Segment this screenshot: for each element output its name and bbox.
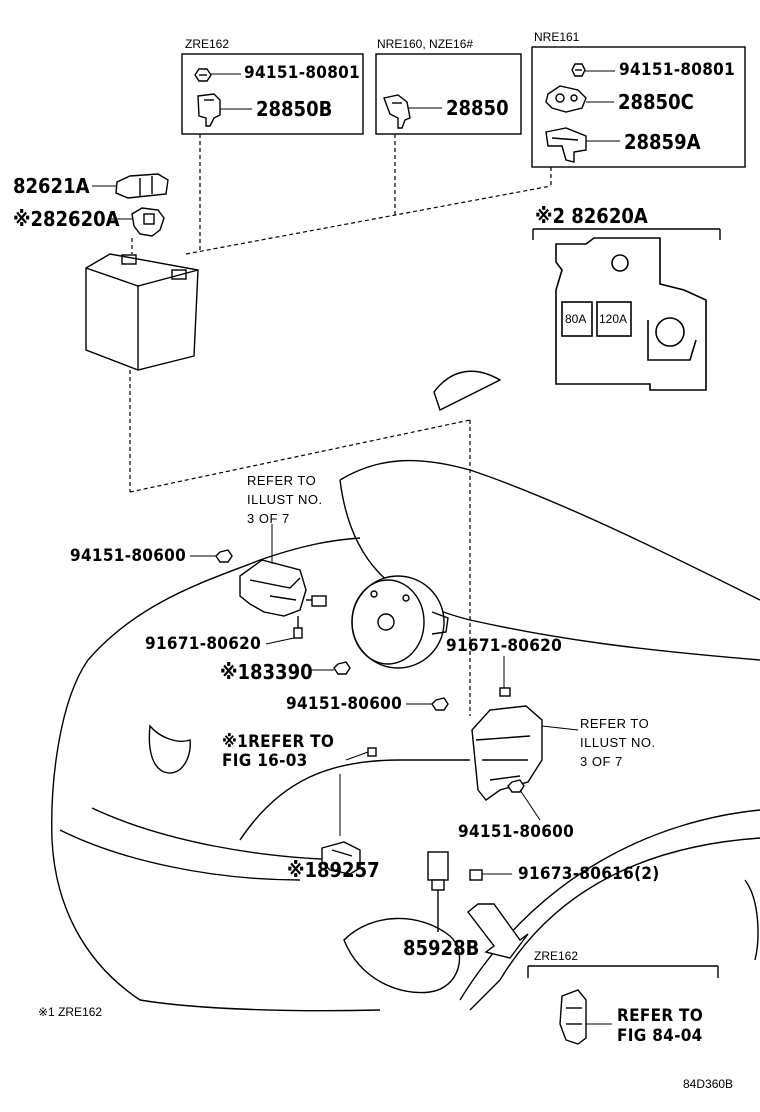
- nut-icon: [431, 697, 449, 711]
- refer-note-fig-16-03[interactable]: ※1REFER TO FIG 16-03: [222, 732, 335, 771]
- fuse-label-80a: 80A: [565, 312, 587, 326]
- sensor-icon: [321, 841, 361, 875]
- view-arrow-icon: [467, 903, 529, 959]
- part-number-28850b[interactable]: 28850B: [256, 97, 333, 121]
- brake-booster-icon: [351, 575, 449, 669]
- fog-lamp-connector-icon: [427, 851, 449, 932]
- fuse-cover-icon: [115, 173, 169, 199]
- variant-title-zre162-bottom: ZRE162: [534, 949, 579, 963]
- variant-box-nre161: [531, 46, 746, 168]
- part-number-28859a[interactable]: 28859A: [624, 130, 701, 154]
- bolt-icon: [367, 747, 377, 757]
- part-number-91671-80620-b[interactable]: 91671-80620: [446, 636, 563, 656]
- variant-title-nre160: NRE160, NZE16#: [377, 37, 474, 51]
- nut-icon: [194, 68, 212, 82]
- part-number-91671-80620-a[interactable]: 91671-80620: [145, 634, 262, 654]
- battery-clamp-icon: [197, 93, 221, 127]
- refer-note-illust-right[interactable]: REFER TO ILLUST NO. 3 OF 7: [580, 716, 656, 769]
- part-number-82621a[interactable]: 82621A: [13, 174, 90, 198]
- bracket-part-icon: [559, 989, 587, 1045]
- part-number-94151-80600-a[interactable]: 94151-80600: [70, 546, 187, 566]
- part-number-91673-80616[interactable]: 91673-80616(2): [518, 864, 660, 884]
- screw-icon: [469, 869, 483, 881]
- nut-icon: [571, 63, 586, 77]
- diagram-id: 84D360B: [683, 1077, 734, 1091]
- fuse-block-detail: [555, 237, 707, 391]
- variant-box-nre160: [375, 53, 522, 135]
- part-number-94151-80600-c[interactable]: 94151-80600: [458, 822, 575, 842]
- part-number-89257[interactable]: ※189257: [287, 858, 380, 882]
- nut-icon: [507, 779, 525, 793]
- part-number-28850[interactable]: 28850: [446, 96, 509, 120]
- nut-icon: [333, 661, 351, 675]
- part-number-82620a[interactable]: ※282620A: [13, 207, 120, 231]
- battery-holder-icon: [545, 127, 587, 163]
- refer-note-illust-top[interactable]: REFER TO ILLUST NO. 3 OF 7: [247, 473, 323, 526]
- detail-title-82620a[interactable]: ※2 82620A: [535, 204, 648, 228]
- variant-title-zre162: ZRE162: [185, 37, 230, 51]
- footnote: ※1 ZRE162: [38, 1005, 103, 1019]
- battery-clamp-icon: [383, 94, 411, 129]
- nut-icon: [215, 549, 233, 563]
- variant-box-zre162: [181, 53, 364, 135]
- part-number-28850c[interactable]: 28850C: [618, 90, 694, 114]
- leader-lines: [129, 134, 552, 716]
- control-module-bracket-icon: [239, 559, 327, 617]
- battery-icon: [85, 253, 199, 371]
- part-number-94151-80801[interactable]: 94151-80801: [244, 63, 361, 83]
- battery-terminal-clamp-icon: [545, 85, 587, 113]
- part-number-94151-80600-b[interactable]: 94151-80600: [286, 694, 403, 714]
- part-number-83390[interactable]: ※183390: [220, 660, 313, 684]
- fuse-label-120a: 120A: [599, 312, 628, 326]
- part-number-94151-80801-nre161[interactable]: 94151-80801: [619, 60, 736, 80]
- bolt-icon: [499, 687, 511, 697]
- variant-title-nre161: NRE161: [534, 30, 580, 44]
- control-module-right-icon: [471, 705, 543, 801]
- car-body-outline: [51, 370, 760, 1012]
- part-number-85928b[interactable]: 85928B: [403, 936, 480, 960]
- refer-note-fig-84-04[interactable]: REFER TO FIG 84-04: [617, 1006, 704, 1046]
- fuse-block-icon: [131, 207, 165, 237]
- bolt-icon: [293, 616, 303, 639]
